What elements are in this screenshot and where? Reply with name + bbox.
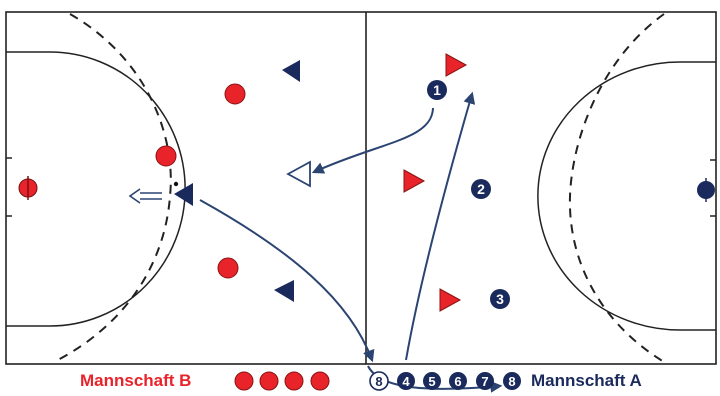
team-a-bench-player <box>503 372 521 390</box>
right-goal-area-line <box>537 61 716 331</box>
team-b-bench-player <box>234 371 254 391</box>
team-a-label: Mannschaft A <box>531 371 642 390</box>
team-a-bench-player <box>397 372 415 390</box>
step-3-number: 3 <box>496 291 504 307</box>
team-a-bench-number: 8 <box>375 374 382 389</box>
step-1-number: 1 <box>433 82 441 98</box>
team-b-player <box>224 83 246 105</box>
team-b-player <box>217 257 239 279</box>
team-a-bench-player <box>449 372 467 390</box>
step-1-marker: 1 <box>427 80 447 100</box>
team-b-player <box>155 145 177 167</box>
team-a-bench-number: 8 <box>508 374 515 389</box>
step-3-marker: 3 <box>490 289 510 309</box>
team-b-label: Mannschaft B <box>80 371 192 390</box>
team-b-attacker <box>403 169 426 193</box>
team-b-bench <box>234 371 330 391</box>
move-arrow-head <box>128 188 141 204</box>
team-b-bench-player <box>310 371 330 391</box>
team-a-bench-player <box>423 372 441 390</box>
team-a-bench-number: 5 <box>428 374 435 389</box>
right-free-throw-line <box>568 13 665 363</box>
pass-arrow-1 <box>311 107 434 174</box>
team-b-bench-player <box>284 371 304 391</box>
team-a-player <box>282 60 300 82</box>
team-a-player <box>274 280 294 302</box>
step-2-marker: 2 <box>471 179 491 199</box>
team-a-bench-number: 4 <box>402 374 410 389</box>
team-b-attacker <box>439 288 462 312</box>
team-a-bench-player-outline <box>369 371 389 391</box>
team-b-attacker <box>445 53 468 77</box>
team-b-bench-player <box>259 371 279 391</box>
target-position-marker <box>286 160 311 188</box>
team-a-player <box>174 183 193 206</box>
court-boundary <box>5 11 717 365</box>
ball-icon <box>173 181 179 187</box>
run-arrow-2 <box>405 91 476 361</box>
team-a-bench: 8 4 5 6 7 8 <box>369 371 521 391</box>
step-2-number: 2 <box>477 181 485 197</box>
team-a-bench-number: 7 <box>481 374 488 389</box>
team-a-bench-number: 6 <box>454 374 461 389</box>
team-a-bench-player <box>476 372 494 390</box>
substitution-arrow <box>199 199 375 363</box>
